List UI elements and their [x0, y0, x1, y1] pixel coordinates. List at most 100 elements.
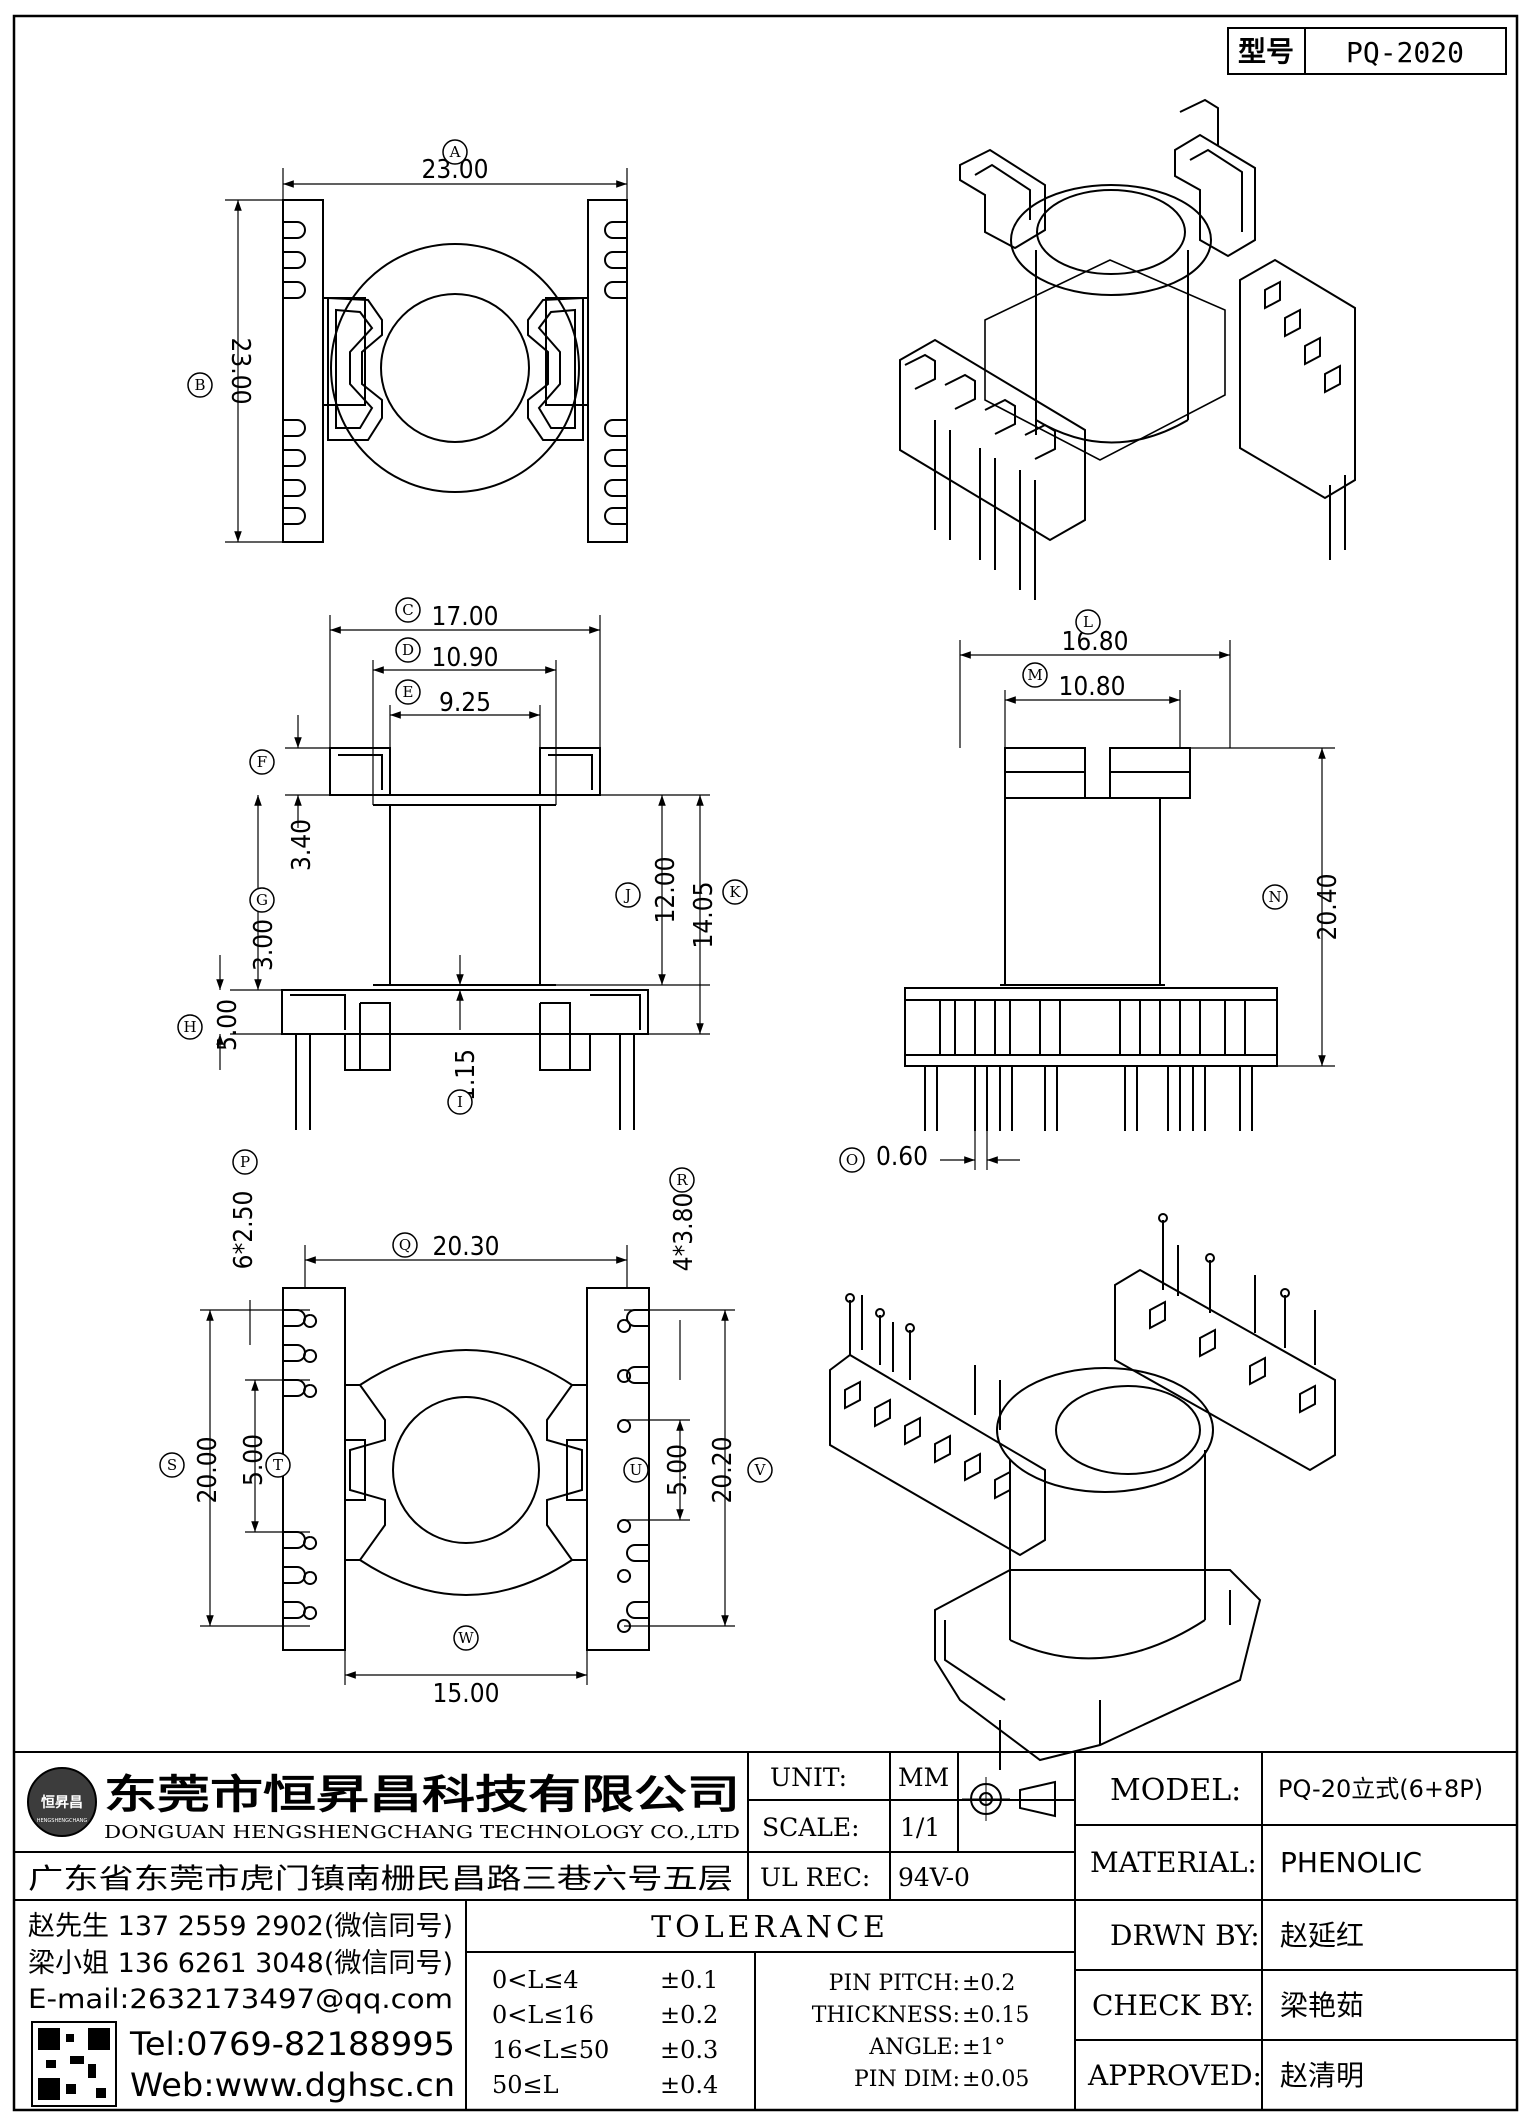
logo-subtext: HENGSHENGCHANG [37, 1818, 88, 1824]
dim-v-value: 20.20 [708, 1437, 738, 1504]
dim-letter-circle [442, 139, 468, 165]
company-address: 广东省东莞市虎门镇南栅民昌路三巷六号五层 [28, 1862, 733, 1895]
dim-d-value: 10.90 [432, 643, 499, 673]
dim-w-value: 15.00 [433, 1679, 500, 1709]
dim-letter-circle [395, 597, 421, 623]
approved-label: APPROVED: [1087, 2059, 1262, 2092]
dim-letter: O [846, 1151, 858, 1169]
dim-letter-circle [265, 1452, 291, 1478]
sheet-border [12, 14, 1519, 2112]
tolerance-spec-label: ANGLE: [868, 2035, 960, 2060]
check-label: CHECK BY: [1092, 1989, 1254, 2022]
dim-letter: L [1083, 613, 1093, 631]
dim-letter: A [449, 143, 461, 161]
scale-label: SCALE: [762, 1813, 860, 1842]
dim-letter-circle [747, 1457, 773, 1483]
logo-text: 恒昇昌 [41, 1794, 83, 1811]
dim-t-value: 5.00 [239, 1434, 269, 1486]
tolerance-range: 0<L≤4 [492, 1966, 579, 1994]
model-value: PQ-20立式(6+8P) [1278, 1775, 1483, 1803]
dim-letter: F [257, 753, 267, 771]
qr-code-icon [31, 2021, 117, 2107]
tolerance-range: 16<L≤50 [492, 2036, 609, 2064]
ulrec-label: UL REC: [760, 1863, 870, 1892]
contact-email: E-mail:2632173497@qq.com [28, 1984, 453, 2015]
dim-letter-circle [177, 1014, 203, 1040]
dim-p-value: 6*2.50 [229, 1191, 259, 1270]
dim-letter-circle [1262, 884, 1288, 910]
company-name-cn: 东莞市恒昇昌科技有限公司 [104, 1772, 740, 1818]
tolerance-spec-label: PIN DIM: [854, 2067, 960, 2092]
front-view [904, 747, 1278, 1131]
unit-value: MM [898, 1763, 949, 1792]
dim-letter-circle [159, 1452, 185, 1478]
title-block-grid [14, 1751, 1517, 2110]
tolerance-range-value: ±0.3 [660, 2036, 718, 2064]
dim-g-value: 3.00 [249, 919, 279, 971]
model-box-label: 型号 [1238, 35, 1294, 68]
dim-letter-circle [249, 749, 275, 775]
dim-letter: H [183, 1018, 196, 1036]
company-name-en: DONGUAN HENGSHENGCHANG TECHNOLOGY CO.,LT… [104, 1822, 740, 1843]
top-view [282, 199, 628, 543]
contact-line2: 梁小姐 136 6261 3048(微信同号) [28, 1948, 453, 1979]
bottom-view [282, 1287, 650, 1651]
dim-b-value: 23.00 [225, 338, 255, 405]
tolerance-spec-label: THICKNESS: [812, 2003, 960, 2028]
dim-f-value: 3.40 [287, 819, 317, 871]
contact-line1: 赵先生 137 2559 2902(微信同号) [28, 1911, 453, 1942]
dim-letter: V [754, 1461, 767, 1479]
dim-letter: K [729, 883, 741, 901]
approved-value: 赵清明 [1280, 2059, 1364, 2092]
model-label: MODEL: [1110, 1773, 1241, 1808]
drawn-value: 赵延红 [1280, 1919, 1364, 1952]
dim-letter-circle [623, 1457, 649, 1483]
dim-letter-circle [395, 637, 421, 663]
dim-h-value: 5.00 [213, 999, 243, 1051]
material-label: MATERIAL: [1090, 1846, 1257, 1879]
tolerance-spec-value: ±0.15 [962, 2003, 1029, 2028]
tolerance-spec-label: PIN PITCH: [829, 1971, 960, 1996]
dim-c-value: 17.00 [432, 602, 499, 632]
dim-letter: G [256, 891, 268, 909]
dim-letter-circle [187, 372, 213, 398]
dim-s-value: 20.00 [193, 1437, 223, 1504]
dim-letter-circle [453, 1625, 479, 1651]
iso-view-bottom [829, 1213, 1336, 1770]
front-view-dims [940, 640, 1335, 1170]
top-view-dims [225, 168, 628, 543]
dim-letter-circle [232, 1149, 258, 1175]
dim-letter-circle [1075, 609, 1101, 635]
dim-letter: W [458, 1629, 474, 1647]
dim-m-value: 10.80 [1059, 672, 1126, 702]
dim-letter-circle [1022, 662, 1048, 688]
dim-letter: C [402, 601, 413, 619]
ulrec-value: 94V-0 [898, 1863, 970, 1892]
dim-letter-circle [615, 882, 641, 908]
dim-letter-circle [392, 1232, 418, 1258]
tolerance-spec-value: ±1° [962, 2035, 1005, 2060]
dim-letter-circle [722, 879, 748, 905]
material-value: PHENOLIC [1280, 1846, 1422, 1879]
dim-j-value: 12.00 [651, 857, 681, 924]
drawn-label: DRWN BY: [1110, 1919, 1260, 1952]
dim-letter-circle [447, 1089, 473, 1115]
dim-r-value: 4*3.80 [669, 1193, 699, 1272]
tolerance-table: 0<L≤4±0.10<L≤16±0.216<L≤50±0.350≤L±0.4PI… [492, 1966, 1029, 2099]
model-box: 型号 PQ-2020 [1227, 27, 1507, 75]
dim-k-value: 14.05 [689, 882, 719, 949]
dim-letter: Q [399, 1236, 411, 1254]
contact-tel: Tel:0769-82188995 [129, 2025, 455, 2063]
dim-u-value: 5.00 [663, 1444, 693, 1496]
contact-web: Web:www.dghsc.cn [130, 2066, 455, 2104]
tolerance-range-value: ±0.2 [660, 2001, 718, 2029]
dim-letter-circle [395, 679, 421, 705]
tolerance-spec-value: ±0.2 [962, 1971, 1015, 1996]
dim-letter-circle [249, 887, 275, 913]
dim-letter: R [676, 1171, 688, 1189]
tolerance-range: 0<L≤16 [492, 2001, 594, 2029]
model-box-value: PQ-2020 [1346, 36, 1464, 69]
dim-letter: J [623, 886, 631, 904]
